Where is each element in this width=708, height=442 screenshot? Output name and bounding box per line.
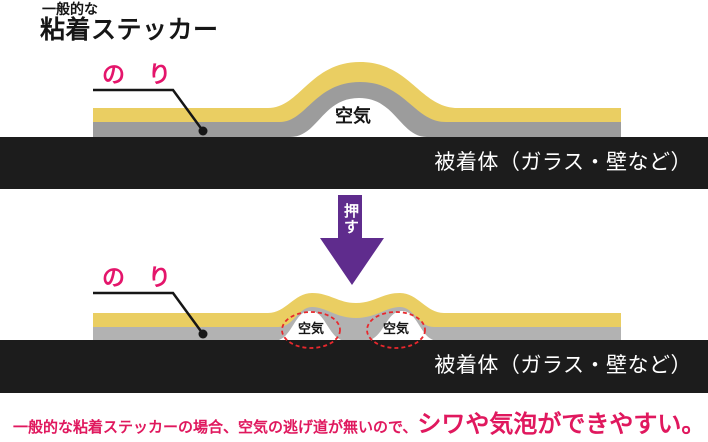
- caption: 一般的な粘着ステッカーの場合、空気の逃げ道が無いので、シワや気泡ができやすい。: [13, 404, 705, 439]
- bubble-highlight-ellipse-right: [366, 311, 426, 349]
- bubble-highlight-ellipse-left: [281, 311, 341, 349]
- sticker-bottom-diagram: [0, 291, 708, 393]
- sticker-bottom-adhesive-layer: [93, 307, 621, 341]
- air-label-top: 空気: [335, 106, 371, 126]
- air-label-bottom-right: 空気: [382, 321, 409, 336]
- substrate-bar-bottom: [0, 340, 708, 393]
- glue-leader-line-bottom: [93, 291, 205, 335]
- glue-leader-dot-bottom: [198, 329, 208, 339]
- caption-emphasis: シワや気泡ができやすい。: [417, 411, 706, 438]
- sticker-top-diagram: [0, 62, 708, 189]
- press-arrow-label: 押す: [342, 203, 359, 235]
- air-bubble-top: [290, 98, 427, 137]
- substrate-bar-top: [0, 137, 708, 189]
- air-bubble-bottom-left: [273, 311, 347, 341]
- substrate-label-top: 被着体（ガラス・壁など）: [434, 151, 692, 174]
- glue-label-bottom: の り: [102, 264, 171, 290]
- glue-leader-dot-top: [198, 126, 208, 136]
- press-arrow: [320, 195, 384, 285]
- substrate-label-bottom: 被着体（ガラス・壁など）: [434, 354, 692, 377]
- title-line2: 粘着ステッカー: [40, 16, 219, 44]
- title-line1: 一般的な: [42, 1, 98, 17]
- glue-label-top: の り: [102, 61, 171, 87]
- caption-normal: 一般的な粘着ステッカーの場合、空気の逃げ道が無いので、: [13, 419, 418, 436]
- air-bubble-bottom-right: [364, 311, 439, 341]
- glue-leader-line-top: [93, 88, 205, 132]
- air-label-bottom-left: 空気: [297, 321, 324, 336]
